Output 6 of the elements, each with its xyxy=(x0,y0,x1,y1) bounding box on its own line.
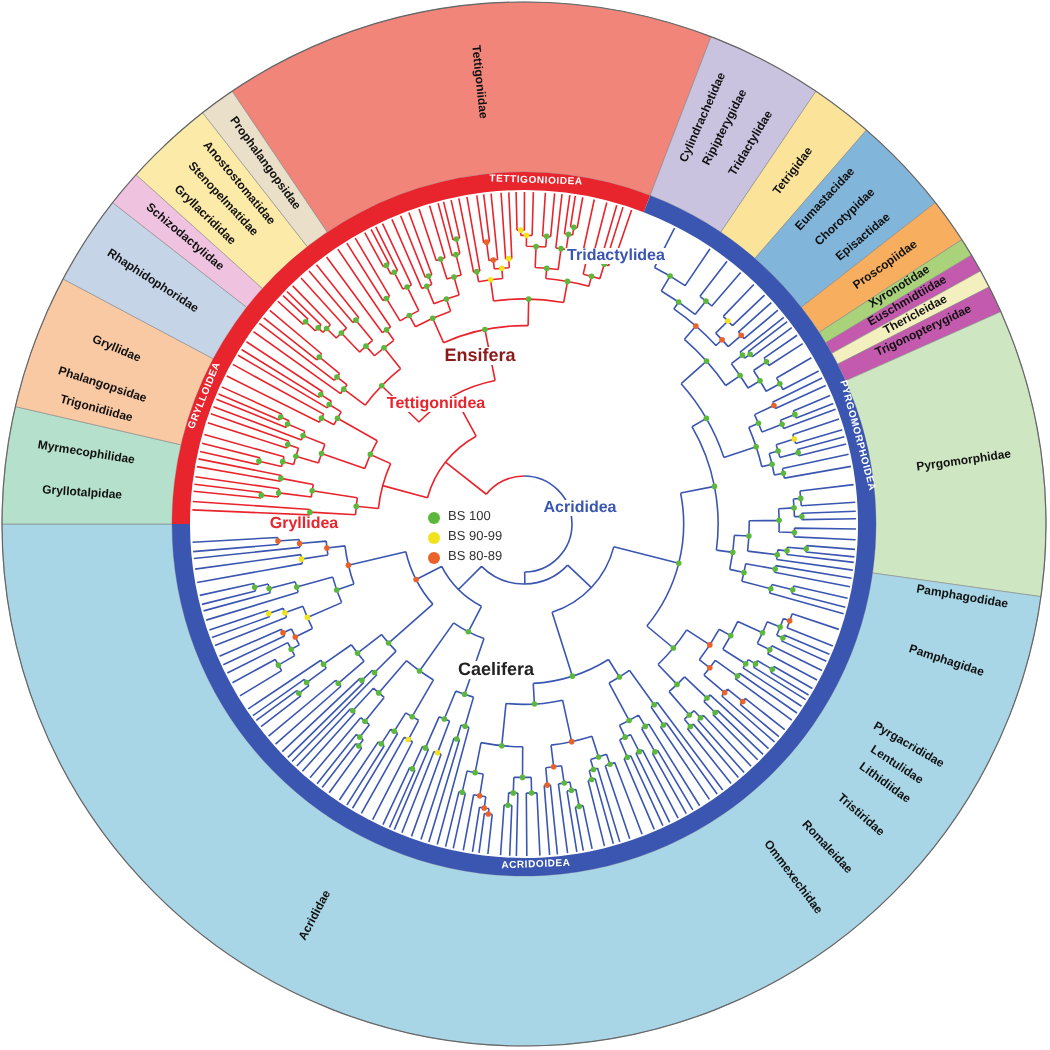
clade-label: Acrididea xyxy=(541,500,619,516)
clade-label: Tridactylidea xyxy=(565,248,667,264)
clade-label: Caelifera xyxy=(455,661,537,679)
clade-label: Tettigoniidea xyxy=(384,396,488,412)
clade-label: Gryllidea xyxy=(267,516,341,532)
clade-label: Ensifera xyxy=(442,347,518,365)
